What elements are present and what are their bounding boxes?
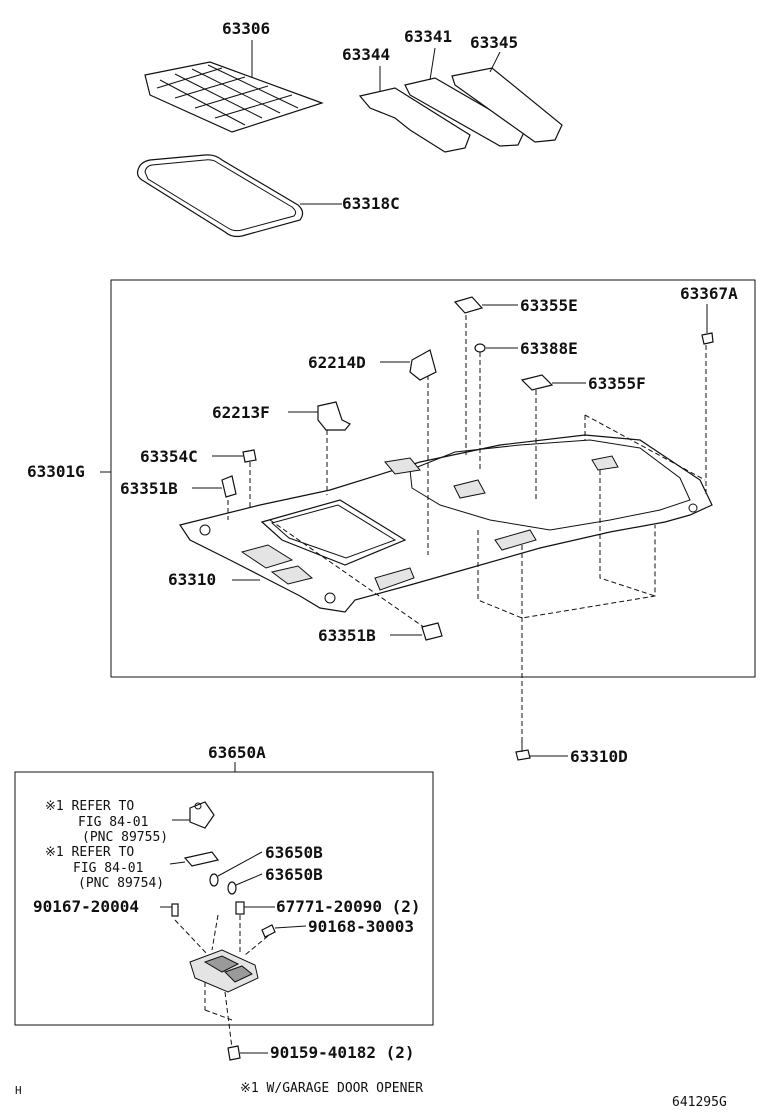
leader-63650B-lower: [235, 873, 263, 886]
label-63310: 63310: [168, 570, 216, 589]
clip-63388E: [474, 343, 486, 353]
corner-mark: H: [15, 1084, 22, 1097]
leader-63345: [489, 51, 501, 73]
clip-63367A: [701, 332, 714, 345]
holder-62213F: [317, 401, 351, 431]
ref-note-2-line2: FIG 84-01: [73, 861, 143, 876]
pad-63344: [358, 87, 471, 153]
label-63351B-lower: 63351B: [318, 626, 376, 645]
bulb-63650B-lower: [227, 881, 237, 895]
label-67771-20090: 67771-20090 (2): [276, 897, 421, 916]
ref-note-1-line1: ※1 REFER TO: [45, 799, 134, 814]
label-90167-20004: 90167-20004: [33, 897, 139, 916]
leader-90168: [274, 925, 307, 929]
label-90159-40182: 90159-40182 (2): [270, 1043, 415, 1062]
label-63355F: 63355F: [588, 374, 646, 393]
label-63354C: 63354C: [140, 447, 198, 466]
lamp-assembly-box: [14, 771, 434, 1026]
screw-90167-20004: [171, 903, 179, 917]
garage-opener-bracket: [183, 851, 220, 867]
label-63351B-upper: 63351B: [120, 479, 178, 498]
label-63318C: 63318C: [342, 194, 400, 213]
clip-63351B-lower: [421, 622, 443, 641]
clip-63355E: [453, 296, 484, 314]
label-90168-30003: 90168-30003: [308, 917, 414, 936]
screw-90159-40182: [227, 1045, 241, 1061]
ref-note-2-line3: (PNC 89754): [78, 876, 164, 891]
label-63306: 63306: [222, 19, 270, 38]
footnote: ※1 W/GARAGE DOOR OPENER: [240, 1081, 423, 1096]
headliner-63310: [179, 434, 713, 613]
label-63345: 63345: [470, 33, 518, 52]
screw-90168-30003: [261, 924, 276, 938]
label-63650B-upper: 63650B: [265, 843, 323, 862]
label-63388E: 63388E: [520, 339, 578, 358]
label-62213F: 62213F: [212, 403, 270, 422]
label-63344: 63344: [342, 45, 390, 64]
garage-opener-switch: [189, 801, 215, 829]
ref-note-1-line3: (PNC 89755): [82, 830, 168, 845]
clip-63355F: [520, 374, 554, 391]
leader-63650B-upper: [217, 851, 263, 877]
dashed-guide-lines: [227, 315, 707, 745]
headliner-assembly-box: [110, 279, 756, 678]
ref-note-2-line1: ※1 REFER TO: [45, 845, 134, 860]
clip-63354C: [242, 449, 257, 463]
clip-63351B-upper: [221, 475, 237, 498]
leader-63341: [429, 47, 436, 81]
label-63310D: 63310D: [570, 747, 628, 766]
bulb-63650B-upper: [209, 873, 219, 887]
label-63367A: 63367A: [680, 284, 738, 303]
bracket-62214D: [409, 349, 437, 381]
map-lamp-housing: [189, 949, 259, 993]
label-63650A: 63650A: [208, 743, 266, 762]
lamp-dashed-lines: [174, 914, 269, 1049]
bulb-67771-20090: [235, 901, 245, 915]
clip-63310D: [515, 742, 531, 761]
label-63341: 63341: [404, 27, 452, 46]
label-63355E: 63355E: [520, 296, 578, 315]
sunshade-panel-63306: [144, 61, 324, 133]
label-63301G: 63301G: [27, 462, 85, 481]
leader-ref-note-2: [169, 861, 186, 865]
figure-code: 641295G: [672, 1095, 727, 1110]
label-62214D: 62214D: [308, 353, 366, 372]
pad-63341: [404, 77, 526, 147]
ref-note-1-line2: FIG 84-01: [78, 815, 148, 830]
label-63650B-lower: 63650B: [265, 865, 323, 884]
seal-63318C: [136, 154, 304, 238]
